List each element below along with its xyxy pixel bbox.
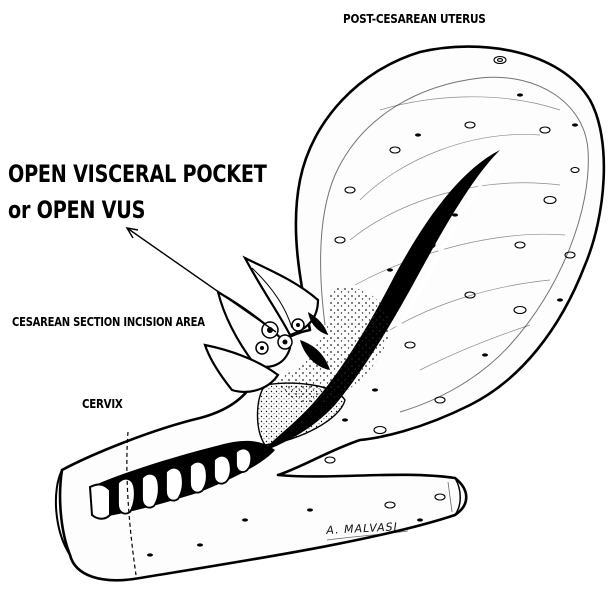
open-vus-label: or OPEN VUS bbox=[8, 196, 145, 224]
cesarean-section-incision-area-label: CESAREAN SECTION INCISION AREA bbox=[12, 314, 205, 329]
cervix-label: CERVIX bbox=[82, 396, 123, 411]
open-visceral-pocket-label: OPEN VISCERAL POCKET bbox=[8, 160, 267, 188]
post-cesarean-uterus-label: POST-CESAREAN UTERUS bbox=[343, 11, 486, 26]
